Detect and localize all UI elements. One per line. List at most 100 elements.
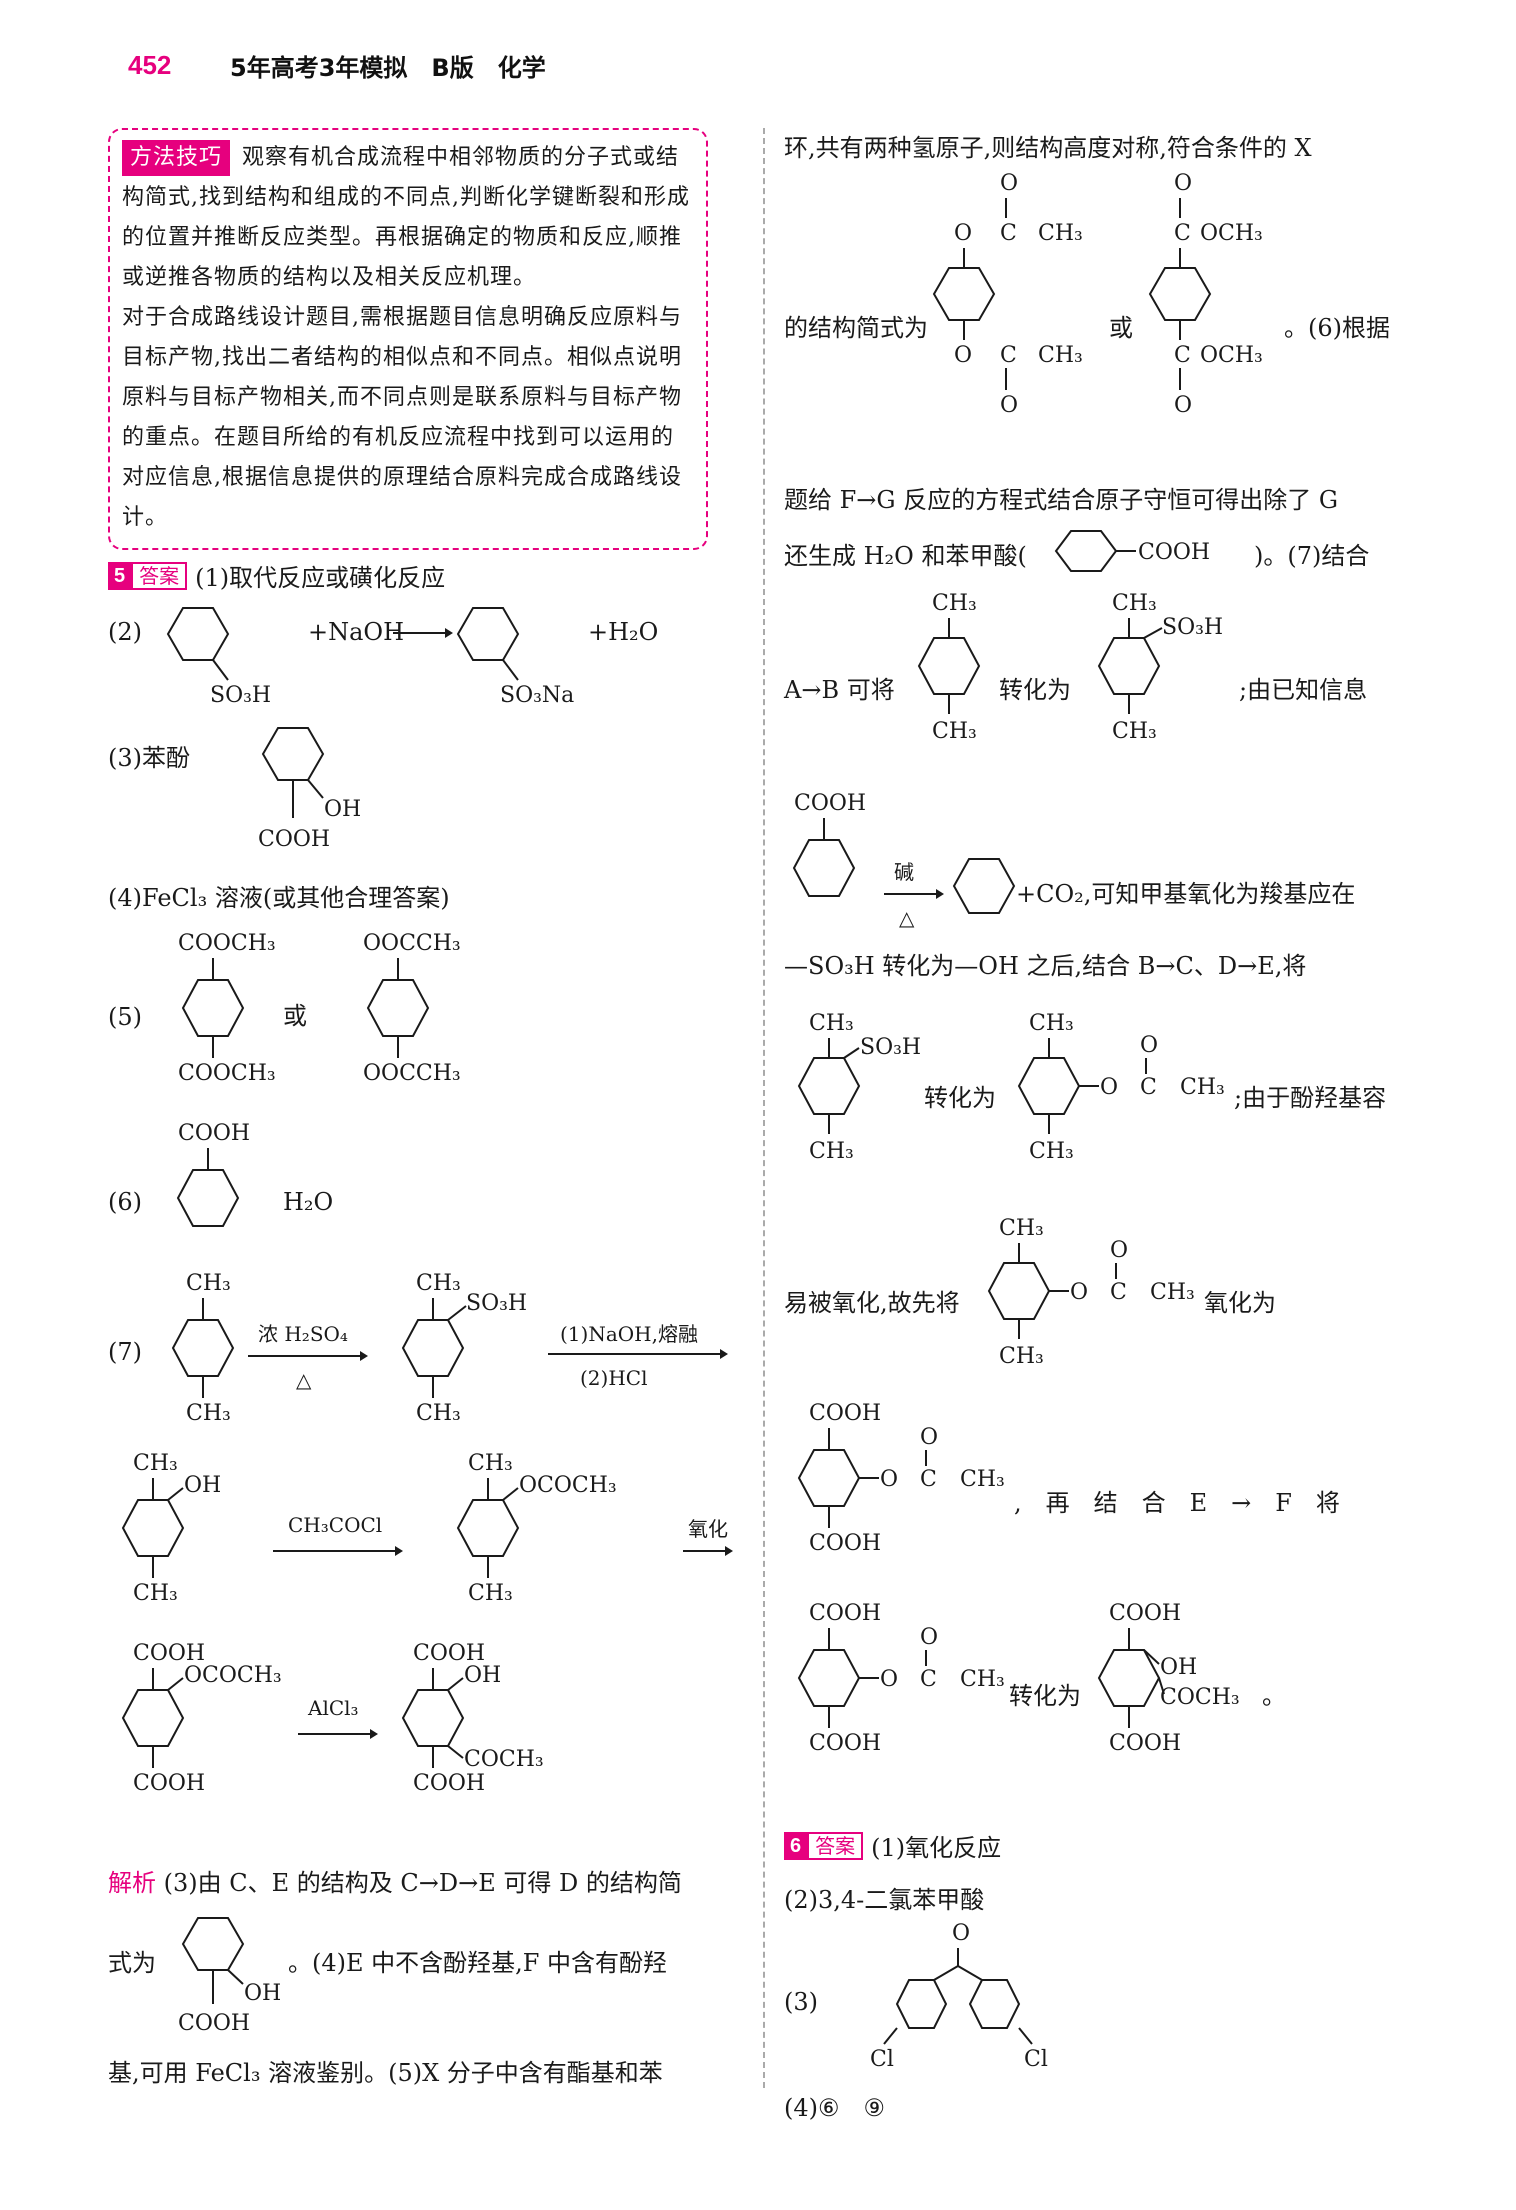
cooh-r: COOH — [794, 791, 866, 816]
right-line-8b: ;由于酚羟基容 — [1234, 1084, 1387, 1112]
c-label: C — [1000, 343, 1017, 368]
so3h-label: SO₃H — [210, 683, 271, 708]
right-line-5c: ;由已知信息 — [1239, 676, 1368, 704]
benzenesulfonic-acid-structure: SO₃H — [166, 607, 271, 708]
right-line-11a: 转化为 — [1009, 1682, 1081, 1710]
o-label-r5: O — [880, 1467, 898, 1492]
cooh-r7: COOH — [1109, 1731, 1181, 1756]
benzoic-acid-structure: COOH — [176, 1121, 250, 1227]
cooh-r6: COOH — [1109, 1601, 1181, 1626]
c-label-r: C — [1140, 1075, 1157, 1100]
c-label: C — [1174, 221, 1191, 246]
analysis-text-1: (3)由 C、E 的结构及 C→D→E 可得 D 的结构简 — [163, 1869, 682, 1897]
oocch3-bottom-label: OOCCH₃ — [363, 1061, 461, 1086]
ch3-r14: CH₃ — [960, 1667, 1005, 1692]
cl-right: Cl — [1024, 2047, 1048, 2072]
method-tips-paragraph-1: 观察有机合成流程中相邻物质的分子式或结构简式,找到结构和组成的不同点,判断化学键… — [122, 145, 690, 290]
analysis-line-2a: 式为 — [108, 1949, 156, 1977]
answer6-item3-label: (3) — [784, 1988, 818, 2016]
answer5-item4: (4)FeCl₃ 溶液(或其他合理答案) — [108, 884, 450, 912]
right-line-2c: 。(6)根据 — [1284, 314, 1390, 342]
oh-r: OH — [1160, 1655, 1197, 1680]
o-label-r6: O — [920, 1425, 938, 1450]
method-tips-paragraph-2: 对于合成路线设计题目,需根据题目信息明确反应原料与目标产物,找出二者结构的相似点… — [122, 305, 682, 530]
acetyl-hydroxy-terephthalic-acid-structure: COOH OH COCH₃ COOH — [401, 1641, 544, 1796]
so3h-label-2: SO₃H — [466, 1291, 527, 1316]
answer5-item6-label: (6) — [108, 1188, 142, 1216]
xylenesulfonic-acid-structure: CH₃ SO₃H CH₃ — [401, 1271, 527, 1426]
o-label: O — [1174, 171, 1192, 196]
answer6-item4: (4)⑥ ⑨ — [784, 2094, 886, 2122]
so3h-r2: SO₃H — [860, 1035, 921, 1060]
so3h-r: SO₃H — [1162, 615, 1223, 640]
cooh-label-7: COOH — [178, 2011, 250, 2036]
cl-left: Cl — [870, 2047, 894, 2072]
right-line-1: 环,共有两种氢原子,则结构高度对称,符合条件的 X — [784, 134, 1312, 162]
ch3-r7: CH₃ — [1029, 1011, 1074, 1036]
or-text: 或 — [283, 1002, 307, 1030]
right-line-4a: 还生成 H₂O 和苯甲酸( — [784, 542, 1027, 570]
answer5-item2-label: (2) — [108, 618, 142, 646]
hydroquinone-diacetate-structure: OOCCH₃ OOCCH₃ — [363, 931, 461, 1086]
ch3-r12: CH₃ — [999, 1344, 1044, 1369]
oxidation-step: 氧化 — [688, 1517, 728, 1541]
left-column: 方法技巧观察有机合成流程中相邻物质的分子式或结构简式,找到结构和组成的不同点,判… — [108, 128, 738, 2087]
cooh-top-5: COOH — [133, 1641, 205, 1666]
dimethyl-terephthalate-detailed: O C OCH₃ C OCH₃ O — [1148, 171, 1263, 418]
hydroquinone-diacetate-detailed: O O C CH₃ O C CH₃ O — [932, 171, 1083, 418]
ch3-r9: CH₃ — [1029, 1139, 1074, 1164]
answer6-item2: (2)3,4-二氯苯甲酸 — [784, 1886, 985, 1914]
xylenesulfonic-acid-r: CH₃ SO₃H CH₃ — [1097, 591, 1223, 744]
c-label-r2: C — [1110, 1280, 1127, 1305]
right-line-5b: 转化为 — [999, 676, 1071, 704]
answer5-tag: 答案 — [131, 561, 188, 590]
cooh-r3: COOH — [809, 1531, 881, 1556]
arrow-r1 — [884, 889, 944, 899]
acetoxy-terephthalic-acid-r2: COOH O C O CH₃ COOH — [797, 1601, 1005, 1756]
acetoxy-terephthalic-acid-structure: COOH OCOCH₃ COOH — [121, 1641, 282, 1796]
c-label: C — [1000, 221, 1017, 246]
right-line-2a: 的结构简式为 — [784, 314, 928, 342]
right-line-4b: )。(7)结合 — [1254, 542, 1370, 570]
water-text: H₂O — [283, 1188, 334, 1216]
benzoic-acid-inline: COOH — [1054, 530, 1210, 572]
ch3-label: CH₃ — [1038, 343, 1083, 368]
ch3-top-4: CH₃ — [468, 1451, 513, 1476]
acetyl-chloride: CH₃COCl — [288, 1513, 383, 1537]
ch3-bottom: CH₃ — [186, 1401, 231, 1426]
heat-1: △ — [296, 1368, 312, 1392]
o-label: O — [1000, 171, 1018, 196]
arrow-4 — [683, 1546, 733, 1556]
ococh3-label: OCOCH₃ — [519, 1473, 617, 1498]
sodium-benzenesulfonate-structure: SO₃Na — [456, 607, 574, 708]
o-label: O — [954, 343, 972, 368]
cooh-r2: COOH — [809, 1401, 881, 1426]
column-divider — [763, 128, 765, 2088]
dimethylphenyl-acetate-r: CH₃ O C O CH₃ CH₃ — [1017, 1011, 1225, 1164]
acetyl-hydroxy-terephthalic-acid-r: COOH OH COCH₃ COOH — [1097, 1601, 1240, 1756]
benzene-r — [952, 858, 1016, 914]
dichlorobenzophenone-structure: O Cl Cl — [870, 1921, 1048, 2072]
dimethylphenyl-acetate-r2: CH₃ O C O CH₃ CH₃ — [987, 1216, 1195, 1369]
cooh-bottom-5: COOH — [133, 1771, 205, 1796]
ch3-r8: CH₃ — [1180, 1075, 1225, 1100]
naoh-fusion: (1)NaOH,熔融 — [560, 1322, 698, 1346]
dimethylphenol-structure: CH₃ OH CH₃ — [121, 1451, 221, 1606]
ch3-r10: CH₃ — [999, 1216, 1044, 1241]
book-title: 5年高考3年模拟 B版 化学 — [230, 54, 546, 82]
heat-r: △ — [899, 906, 915, 930]
coch3-r: COCH₃ — [1160, 1685, 1240, 1710]
acetoxy-terephthalic-acid-r: COOH O C O CH₃ COOH — [797, 1401, 1005, 1556]
answer6-header: 6 答案 (1)氧化反应 — [784, 1828, 1001, 1863]
benzoic-cooh-label: COOH — [178, 1121, 250, 1146]
ch3-bottom-2: CH₃ — [416, 1401, 461, 1426]
arrow-1 — [248, 1351, 368, 1361]
ch3-top: CH₃ — [186, 1271, 231, 1296]
ch3-r4: CH₃ — [1112, 719, 1157, 744]
arrow-5 — [298, 1729, 378, 1739]
c-label: C — [1174, 343, 1191, 368]
answer5-item3-label: (3)苯酚 — [108, 744, 190, 772]
naoh-reagent: +NaOH — [308, 618, 405, 646]
conc-h2so4: 浓 H₂SO₄ — [258, 1322, 348, 1346]
cooh-label: COOH — [258, 827, 330, 852]
